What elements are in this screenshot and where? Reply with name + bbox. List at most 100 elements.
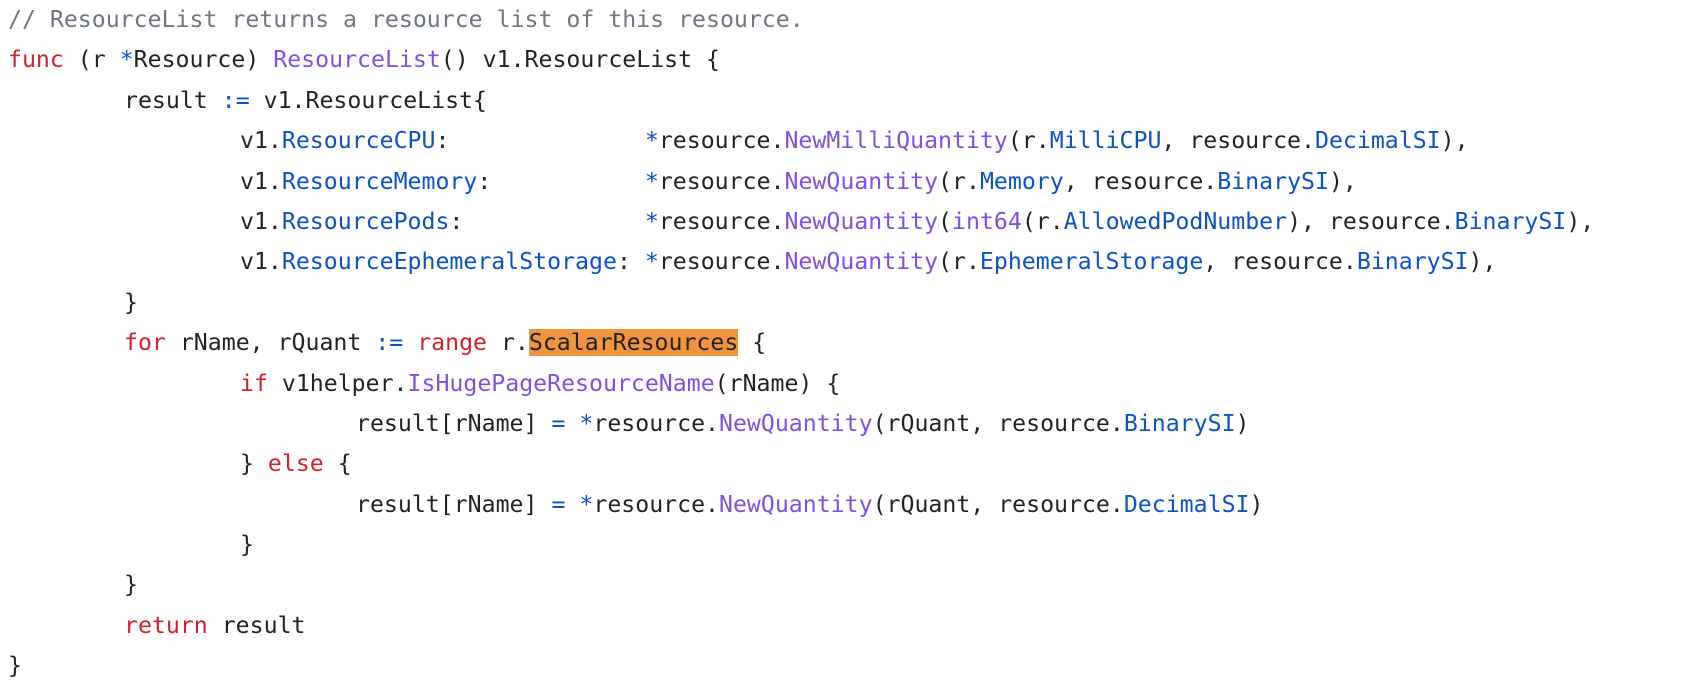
code-line: } else { bbox=[8, 444, 1678, 484]
code-token-plain: (rQuant, resource. bbox=[872, 490, 1124, 518]
code-line: } bbox=[8, 283, 1678, 323]
code-token-op: = bbox=[551, 409, 566, 437]
code-token-plain: resource. bbox=[593, 409, 719, 437]
code-token-func: int64 bbox=[952, 207, 1022, 235]
code-token-plain: } bbox=[8, 652, 22, 680]
code-line: v1.ResourceEphemeralStorage: *resource.N… bbox=[8, 242, 1678, 282]
code-line: } bbox=[8, 525, 1678, 565]
code-token-func: IsHugePageResourceName bbox=[407, 369, 715, 397]
code-token-op: * bbox=[119, 46, 134, 74]
code-token-field: BinarySI bbox=[1356, 248, 1469, 276]
code-line: for rName, rQuant := range r.ScalarResou… bbox=[8, 323, 1678, 363]
code-token-plain: } bbox=[124, 571, 138, 599]
code-token-plain: ), bbox=[1440, 127, 1469, 155]
code-token-plain: ) bbox=[1249, 490, 1264, 518]
code-token-plain: resource. bbox=[658, 207, 785, 235]
code-token-plain bbox=[565, 410, 579, 437]
code-editor[interactable]: // ResourceList returns a resource list … bbox=[8, 0, 1678, 690]
code-token-func: NewQuantity bbox=[784, 248, 939, 276]
code-token-op: * bbox=[644, 127, 659, 155]
code-token-plain: ) bbox=[1235, 409, 1250, 437]
code-token-op: * bbox=[644, 207, 659, 235]
code-token-field: DecimalSI bbox=[1123, 490, 1250, 518]
code-token-plain: (r. bbox=[1007, 127, 1050, 155]
code-line: return result bbox=[8, 606, 1678, 646]
code-token-plain: , resource. bbox=[1203, 248, 1357, 276]
code-token-plain: r. bbox=[487, 329, 529, 357]
code-token-plain: ), bbox=[1328, 167, 1357, 195]
code-token-plain: v1. bbox=[240, 127, 282, 155]
code-token-plain: (r bbox=[63, 46, 120, 74]
code-token-func: NewQuantity bbox=[784, 167, 939, 195]
highlighted-token: ScalarResources bbox=[528, 329, 739, 357]
code-token-plain: : bbox=[435, 127, 645, 155]
code-token-plain: () v1.ResourceList { bbox=[440, 46, 720, 74]
code-token-plain: } bbox=[240, 450, 268, 478]
code-token-plain: ), bbox=[1468, 248, 1497, 276]
code-token-plain: , resource. bbox=[1161, 127, 1315, 155]
code-token-op: * bbox=[579, 409, 594, 437]
code-token-plain: ), bbox=[1566, 207, 1595, 235]
code-token-plain: result bbox=[124, 86, 222, 114]
code-token-plain: resource. bbox=[658, 167, 785, 195]
code-token-plain: : bbox=[477, 167, 645, 195]
code-token-plain: rName, rQuant bbox=[165, 329, 376, 357]
code-token-field: EphemeralStorage bbox=[979, 248, 1204, 276]
code-token-field: AllowedPodNumber bbox=[1063, 207, 1288, 235]
code-token-plain: , resource. bbox=[1063, 167, 1218, 195]
code-token-op: = bbox=[551, 490, 566, 518]
code-token-plain: (rQuant, resource. bbox=[872, 409, 1124, 437]
code-token-plain: result bbox=[207, 611, 306, 639]
code-token-keyword: return bbox=[124, 611, 208, 639]
code-token-keyword: if bbox=[240, 369, 268, 397]
code-token-plain bbox=[403, 329, 417, 356]
code-token-func: NewQuantity bbox=[719, 490, 873, 518]
code-token-plain: : bbox=[616, 248, 645, 276]
code-token-plain: { bbox=[323, 450, 352, 478]
code-token-plain: } bbox=[124, 288, 138, 316]
code-line: result[rName] = *resource.NewQuantity(rQ… bbox=[8, 404, 1678, 444]
code-token-plain: resource. bbox=[658, 127, 785, 155]
code-token-plain: (r. bbox=[938, 248, 980, 276]
code-token-plain: resource. bbox=[658, 248, 785, 276]
code-line: } bbox=[8, 646, 1678, 686]
code-token-op: := bbox=[221, 86, 250, 114]
code-token-plain: ), resource. bbox=[1287, 207, 1455, 235]
code-token-func: ResourceList bbox=[273, 46, 441, 74]
code-token-field: BinarySI bbox=[1454, 207, 1567, 235]
code-token-plain: { bbox=[738, 329, 767, 357]
code-token-plain bbox=[565, 491, 579, 518]
code-token-keyword: for bbox=[124, 329, 166, 357]
code-token-plain: } bbox=[240, 531, 254, 559]
code-token-plain: (r. bbox=[938, 167, 980, 195]
code-token-plain: (rName) { bbox=[714, 369, 841, 397]
code-token-plain: result[rName] bbox=[356, 490, 552, 518]
code-line: v1.ResourcePods: *resource.NewQuantity(i… bbox=[8, 202, 1678, 242]
code-token-keyword: func bbox=[8, 46, 64, 74]
code-token-field: BinarySI bbox=[1123, 409, 1236, 437]
code-token-field: BinarySI bbox=[1217, 167, 1329, 195]
code-token-func: NewQuantity bbox=[784, 207, 939, 235]
code-line: result := v1.ResourceList{ bbox=[8, 81, 1678, 121]
code-line: } bbox=[8, 565, 1678, 605]
code-token-field: MilliCPU bbox=[1049, 127, 1162, 155]
code-line: v1.ResourceCPU: *resource.NewMilliQuanti… bbox=[8, 121, 1678, 161]
code-token-field: ResourceMemory bbox=[281, 167, 478, 195]
code-token-plain: v1. bbox=[240, 207, 282, 235]
code-token-field: DecimalSI bbox=[1314, 127, 1441, 155]
code-token-plain: v1helper. bbox=[267, 369, 408, 397]
code-token-func: NewMilliQuantity bbox=[784, 127, 1008, 155]
code-token-plain: v1. bbox=[240, 248, 282, 276]
code-token-op: * bbox=[644, 167, 659, 195]
code-token-plain: : bbox=[449, 207, 645, 235]
code-token-op: := bbox=[375, 329, 404, 357]
code-token-plain: (r. bbox=[1021, 207, 1064, 235]
code-token-field: Memory bbox=[979, 167, 1064, 195]
code-line: v1.ResourceMemory: *resource.NewQuantity… bbox=[8, 162, 1678, 202]
code-token-plain: Resource) bbox=[133, 46, 274, 74]
code-token-op: * bbox=[644, 248, 659, 276]
code-token-plain: result[rName] bbox=[356, 409, 552, 437]
code-line: // ResourceList returns a resource list … bbox=[8, 0, 1678, 40]
code-token-func: NewQuantity bbox=[719, 409, 873, 437]
code-line: result[rName] = *resource.NewQuantity(rQ… bbox=[8, 485, 1678, 525]
